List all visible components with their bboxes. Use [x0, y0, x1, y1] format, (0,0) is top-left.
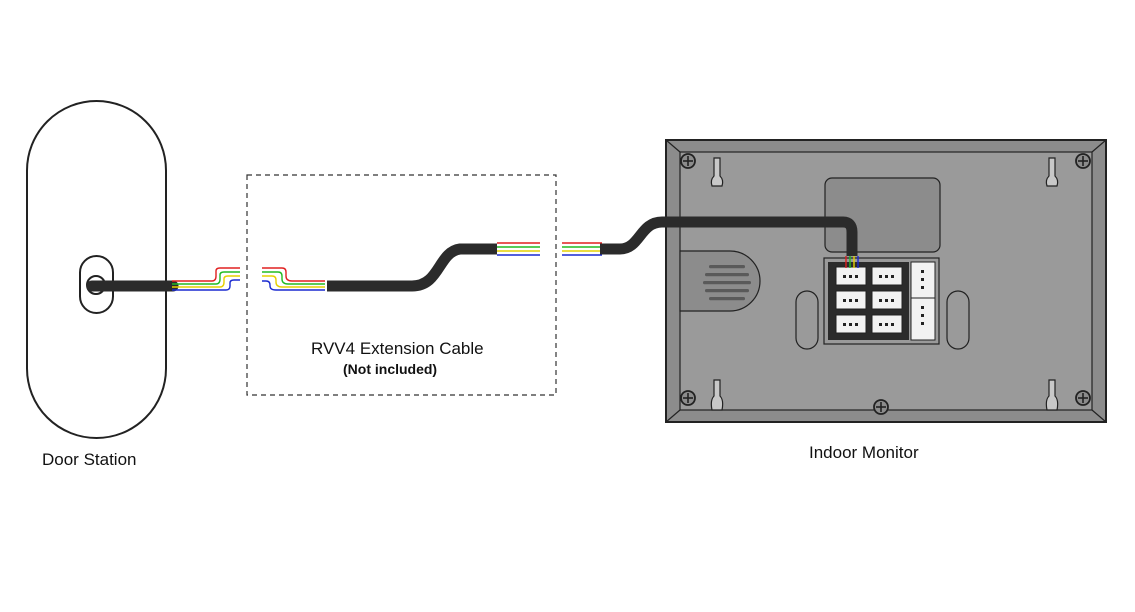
door-station-icon	[26, 100, 167, 439]
connector-port-icon	[835, 266, 903, 334]
indoor-monitor-icon	[665, 139, 1107, 423]
monitor-cable-run	[600, 216, 859, 268]
extension-cable-box	[246, 174, 557, 396]
top-panel	[824, 177, 941, 253]
screw-icon	[680, 390, 696, 406]
door-station-cable	[86, 267, 240, 292]
extension-cable	[262, 242, 540, 292]
door-station-label: Door Station	[42, 450, 137, 469]
connector-block	[823, 257, 940, 345]
keyhole-hanger	[710, 157, 1059, 411]
mount-slot	[946, 290, 970, 350]
screw-icon	[873, 399, 889, 415]
monitor-cable	[562, 242, 602, 256]
screw-icon	[1075, 153, 1091, 169]
extension-cable-label: RVV4 Extension Cable	[311, 339, 484, 358]
screw-icon	[1075, 390, 1091, 406]
speaker-grille-icon	[679, 250, 761, 312]
screw-icon	[680, 153, 696, 169]
mount-slot	[795, 290, 819, 350]
extension-cable-note: (Not included)	[343, 361, 438, 377]
indoor-monitor-label: Indoor Monitor	[809, 443, 919, 462]
